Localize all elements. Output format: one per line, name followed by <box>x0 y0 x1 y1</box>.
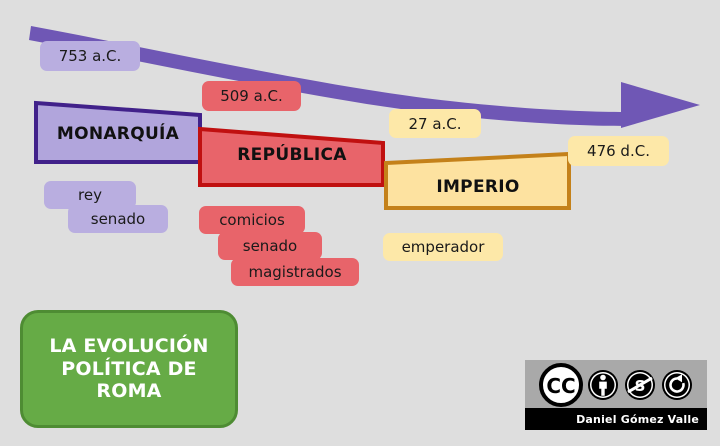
title-line-2: POLÍTICA DE <box>61 357 197 380</box>
title-line-3: ROMA <box>96 380 162 403</box>
date-label-509-ac: 509 a.C. <box>202 81 301 111</box>
license-badge[interactable]: CC S <box>525 360 707 430</box>
era-shape-imperio[interactable] <box>383 145 573 213</box>
date-label-753-ac: 753 a.C. <box>40 41 140 71</box>
date-label-27-ac: 27 a.C. <box>389 109 481 138</box>
institution-label-senado-republica: senado <box>218 232 322 260</box>
cc-icon: CC <box>538 363 583 407</box>
institution-label-emperador: emperador <box>383 233 503 261</box>
date-label-476-dc: 476 d.C. <box>568 136 669 166</box>
era-shape-republica[interactable] <box>197 112 387 190</box>
license-author: Daniel Gómez Valle <box>576 412 699 426</box>
license-icon-row: CC S <box>525 362 707 408</box>
era-label-republica: REPÚBLICA <box>237 145 347 165</box>
institution-label-rey: rey <box>44 181 136 209</box>
era-label-monarquia: MONARQUÍA <box>56 124 180 144</box>
institution-label-comicios: comicios <box>199 206 305 234</box>
institution-label-senado-monarquia: senado <box>68 205 168 233</box>
by-person-icon <box>587 370 618 400</box>
era-label-imperio: IMPERIO <box>436 177 520 197</box>
sa-share-alike-icon <box>661 370 692 400</box>
title-box: LA EVOLUCIÓN POLÍTICA DE ROMA <box>20 310 238 428</box>
title-line-1: LA EVOLUCIÓN <box>49 335 209 358</box>
svg-text:CC: CC <box>546 374 575 398</box>
license-author-bar: Daniel Gómez Valle <box>525 408 707 430</box>
institution-label-magistrados: magistrados <box>231 258 359 286</box>
nc-no-money-icon: S <box>624 370 655 400</box>
title-box-text: LA EVOLUCIÓN POLÍTICA DE ROMA <box>49 335 208 402</box>
